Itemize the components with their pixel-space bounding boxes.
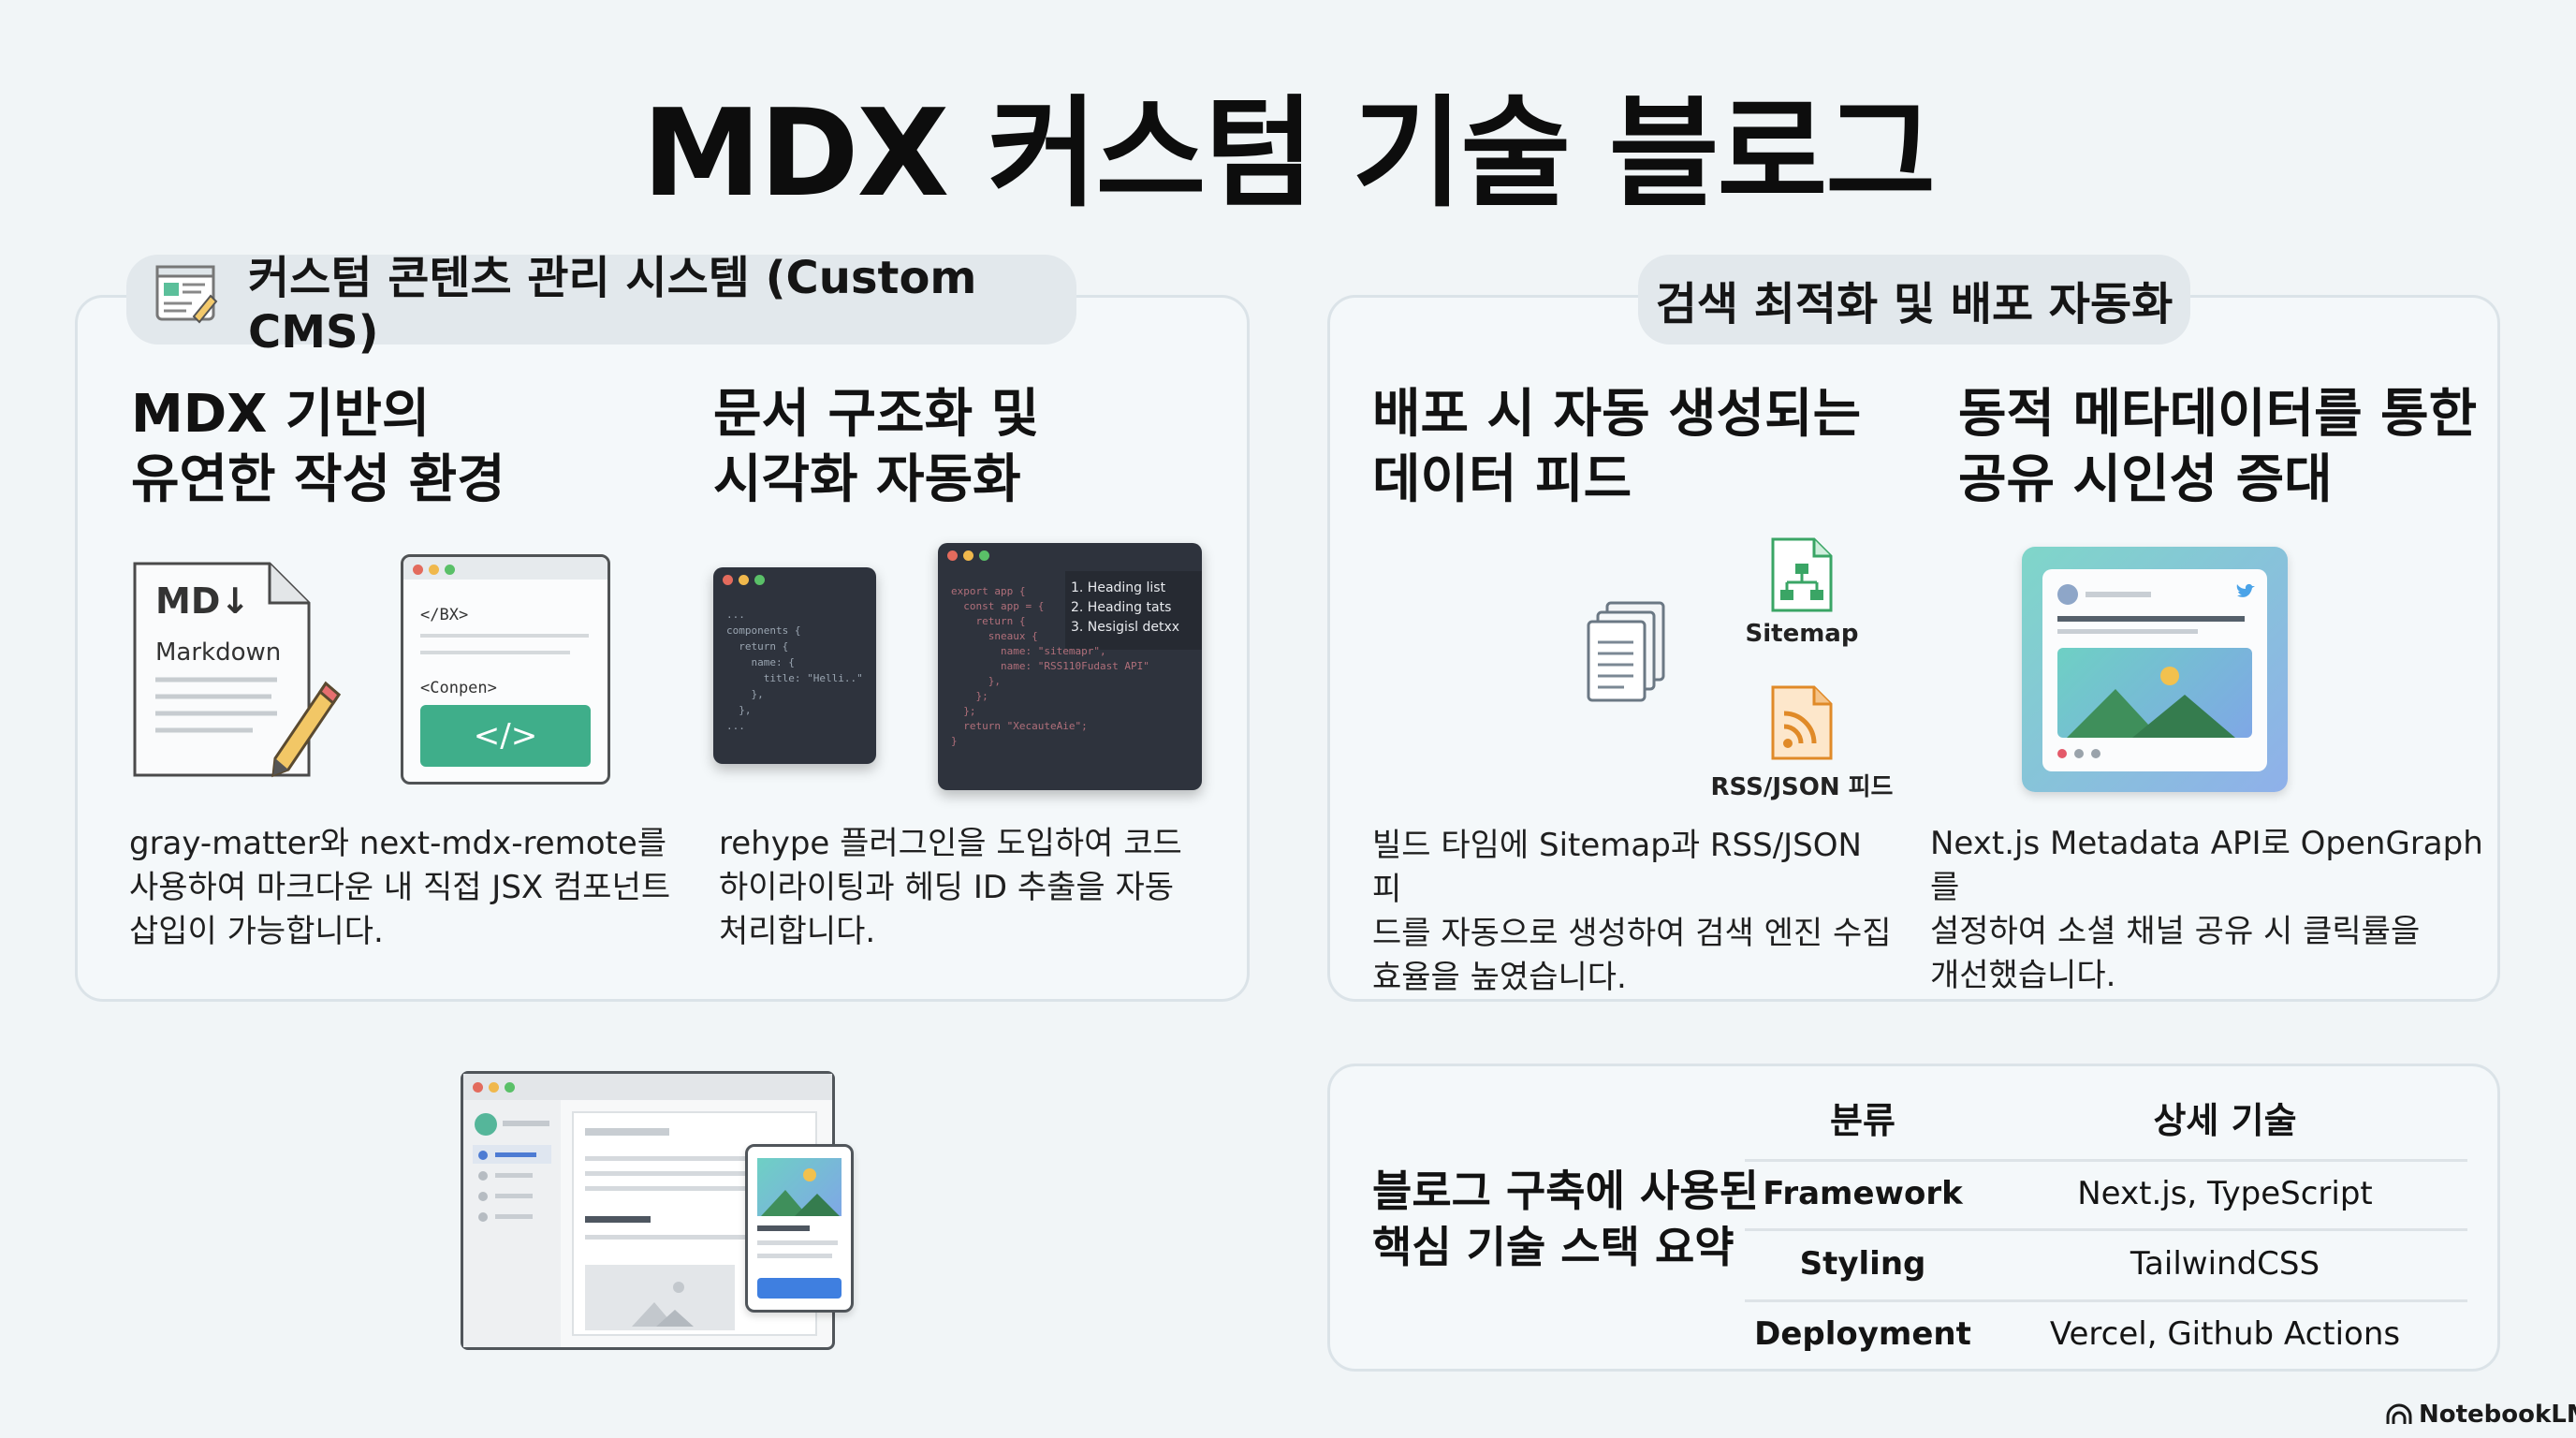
table-divider xyxy=(1745,1159,2467,1162)
code-line: name: "sitemapr", xyxy=(951,645,1106,657)
stack-row-2-category: Styling xyxy=(1799,1245,1926,1283)
stack-row-2-detail: TailwindCSS xyxy=(2130,1245,2320,1283)
code-line: }, xyxy=(726,704,752,716)
structure-description: rehype 플러그인을 도입하여 코드 하이라이팅과 헤딩 ID 추출을 자동… xyxy=(719,825,1182,950)
image-placeholder-icon xyxy=(632,1282,694,1327)
toc-item: 2. Heading tats xyxy=(1071,600,1172,615)
cms-pill-label: 커스텀 콘텐츠 관리 시스템 (Custom CMS) xyxy=(248,252,977,359)
code-line: components { xyxy=(726,624,801,637)
large-code-lines: export app { const app = { return { snea… xyxy=(951,584,1149,749)
structure-heading: 문서 구조화 및 시각화 자동화 xyxy=(713,384,1040,510)
code-line: ... xyxy=(726,609,745,621)
code-line: }; xyxy=(951,705,976,717)
notebooklm-logo-icon xyxy=(2386,1403,2412,1424)
document-edit-icon xyxy=(154,264,218,335)
code-line: sneaux { xyxy=(951,630,1038,642)
stack-panel xyxy=(1327,1064,2500,1372)
toc-item: 1. Heading list xyxy=(1071,580,1166,595)
sitemap-icon xyxy=(1771,537,1833,612)
stacked-documents-icon xyxy=(1587,601,1665,702)
code-icon: </> xyxy=(420,705,591,767)
jsx-window-illustration: </BX> <Conpen> </> xyxy=(401,554,610,785)
brand-label: NotebookLM xyxy=(2419,1401,2576,1429)
markdown-doc-illustration: MD↓ Markdown xyxy=(131,560,346,781)
small-code-window: ... components { return { name: { title: … xyxy=(713,567,876,764)
sitemap-label: Sitemap xyxy=(1745,620,1859,648)
table-divider xyxy=(1745,1228,2467,1231)
code-line: return { xyxy=(951,615,1026,627)
code-line: return { xyxy=(726,640,789,653)
code-line: }, xyxy=(726,688,764,700)
landscape-image-icon xyxy=(2067,667,2235,738)
seo-pill: 검색 최적화 및 배포 자동화 xyxy=(1638,255,2190,345)
code-line: }, xyxy=(951,675,1001,687)
code-line: } xyxy=(951,735,958,747)
stack-header-detail: 상세 기술 xyxy=(2153,1100,2297,1141)
stack-row-1-category: Framework xyxy=(1763,1175,1963,1212)
feed-description: 빌드 타임에 Sitemap과 RSS/JSON 피 드를 자동으로 생성하여 … xyxy=(1372,827,1892,996)
code-line: return "XecauteAie"; xyxy=(951,720,1088,732)
stack-row-3-detail: Vercel, Github Actions xyxy=(2049,1315,2401,1353)
landscape-image-icon xyxy=(761,1168,840,1216)
toc-item: 3. Nesigisl detxx xyxy=(1071,620,1180,635)
md-badge: MD↓ xyxy=(155,580,251,622)
metadata-heading: 동적 메타데이터를 통한 공유 시인성 증대 xyxy=(1958,384,2478,510)
twitter-bird-icon xyxy=(2236,583,2255,597)
feed-heading: 배포 시 자동 생성되는 데이터 피드 xyxy=(1372,384,1862,510)
heading-toc-list: 1. Heading list 2. Heading tats 3. Nesigis… xyxy=(1071,579,1179,638)
table-divider xyxy=(1745,1299,2467,1302)
small-code-lines: ... components { return { name: { title: … xyxy=(726,607,863,734)
seo-panel xyxy=(1327,295,2500,1002)
stack-row-3-category: Deployment xyxy=(1754,1315,1971,1353)
large-code-window: export app { const app = { return { snea… xyxy=(938,543,1202,790)
seo-pill-label: 검색 최적화 및 배포 자동화 xyxy=(1655,278,2174,330)
cms-pill: 커스텀 콘텐츠 관리 시스템 (Custom CMS) xyxy=(126,252,1076,359)
code-line: title: "Helli.." xyxy=(726,672,863,684)
metadata-description: Next.js Metadata API로 OpenGraph를 설정하여 소셜… xyxy=(1930,825,2483,994)
rss-label: RSS/JSON 피드 xyxy=(1710,773,1894,801)
page-title: MDX 커스텀 기술 블로그 xyxy=(641,84,1936,224)
md-label: Markdown xyxy=(155,638,282,667)
code-glyph: </> xyxy=(473,717,538,755)
code-line: }; xyxy=(951,690,988,702)
mdx-description: gray-matter와 next-mdx-remote를 사용하여 마크다운 … xyxy=(129,825,671,950)
code-tag-1: </BX> xyxy=(420,606,469,624)
code-line: export app { xyxy=(951,585,1026,597)
rss-icon xyxy=(1771,685,1833,760)
code-tag-2: <Conpen> xyxy=(420,679,497,697)
stack-title: 블로그 구축에 사용된 핵심 기술 스택 요약 xyxy=(1372,1166,1759,1272)
notebooklm-brand: NotebookLM xyxy=(2385,1401,2576,1429)
code-line: name: { xyxy=(726,656,795,668)
stack-header-category: 분류 xyxy=(1830,1100,1895,1141)
code-line: name: "RSS110Fudast API" xyxy=(951,660,1149,672)
mdx-heading: MDX 기반의 유연한 작성 환경 xyxy=(131,384,505,510)
mobile-preview-illustration xyxy=(745,1144,854,1313)
stack-row-1-detail: Next.js, TypeScript xyxy=(2077,1175,2373,1212)
code-line: ... xyxy=(726,720,745,732)
pencil-icon xyxy=(271,681,341,778)
code-line: const app = { xyxy=(951,600,1045,612)
social-card-illustration xyxy=(2022,547,2288,792)
